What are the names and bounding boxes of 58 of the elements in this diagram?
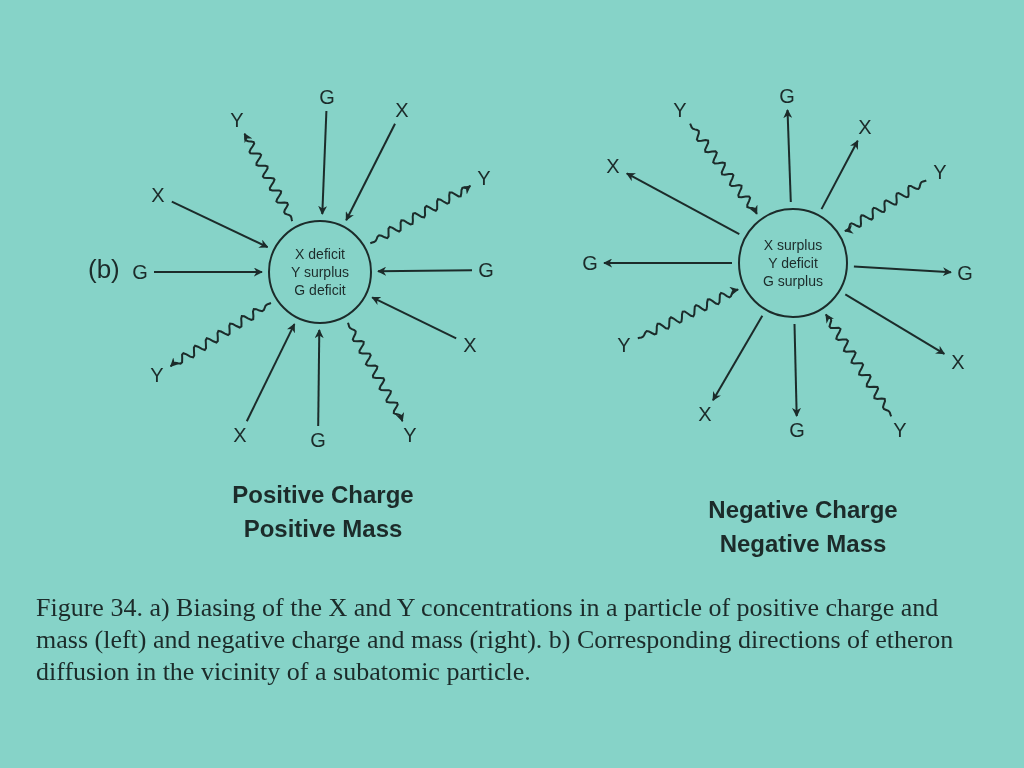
- particle-letter: X: [228, 423, 252, 447]
- wavy-arrow: [369, 184, 472, 245]
- arrow: [314, 329, 324, 427]
- particle-letter: X: [693, 402, 717, 426]
- arrow: [625, 172, 741, 236]
- particle-letter: G: [315, 85, 339, 109]
- arrow: [245, 323, 296, 423]
- arrow: [783, 109, 793, 203]
- circle-text: Y deficit: [768, 254, 818, 272]
- arrow: [603, 258, 733, 268]
- particle-letter: Y: [225, 108, 249, 132]
- diagram-caption: Positive Charge Positive Mass: [231, 480, 415, 544]
- particle-letter: Y: [928, 160, 952, 184]
- wavy-arrow: [689, 122, 758, 215]
- wavy-arrow: [636, 286, 740, 340]
- arrow: [852, 265, 952, 277]
- panel-label: (b): [88, 256, 120, 282]
- arrow: [153, 267, 263, 277]
- circle-text: Y surplus: [290, 263, 350, 281]
- particle-letter: G: [953, 261, 977, 285]
- particle-letter: G: [578, 251, 602, 275]
- particle-letter: X: [946, 350, 970, 374]
- arrow: [712, 314, 764, 402]
- particle-letter: Y: [145, 363, 169, 387]
- arrow: [844, 293, 946, 355]
- arrow: [371, 296, 458, 340]
- particle-letter: G: [306, 428, 330, 452]
- particle-letter: G: [474, 258, 498, 282]
- wavy-arrow: [843, 179, 928, 234]
- wavy-arrow: [347, 321, 405, 423]
- arrow: [377, 266, 473, 276]
- particle-letter: G: [128, 260, 152, 284]
- particle-letter: Y: [472, 166, 496, 190]
- arrow: [170, 200, 269, 249]
- particle-letter: Y: [398, 423, 422, 447]
- figure-caption: Figure 34. a) Biasing of the X and Y concentrations in a particle of positive charge and mass (left) and negative charge and mass (right). b) Corresponding directions of etheron diffusion in the vicinity of a subatomic particle.: [36, 592, 955, 688]
- particle-letter: X: [458, 333, 482, 357]
- diagram-caption: Negative Charge Negative Mass: [707, 495, 899, 559]
- particle-letter: G: [775, 84, 799, 108]
- wavy-arrow: [169, 302, 272, 368]
- particle-letter: X: [390, 98, 414, 122]
- particle-letter: X: [853, 115, 877, 139]
- arrow: [792, 323, 801, 417]
- arrow: [820, 139, 859, 211]
- particle-letter: Y: [668, 98, 692, 122]
- particle-letter: G: [785, 418, 809, 442]
- circle-text: X surplus: [763, 236, 823, 254]
- wavy-arrow: [824, 313, 893, 418]
- arrow: [345, 122, 396, 222]
- circle-text: X deficit: [295, 245, 345, 263]
- wavy-arrow: [243, 132, 294, 223]
- particle-letter: X: [146, 183, 170, 207]
- circle-text: G deficit: [294, 281, 346, 299]
- particle-letter: X: [601, 154, 625, 178]
- circle-text: G surplus: [763, 272, 823, 290]
- particle-letter: Y: [888, 418, 912, 442]
- arrow: [318, 110, 328, 215]
- particle-letter: Y: [612, 333, 636, 357]
